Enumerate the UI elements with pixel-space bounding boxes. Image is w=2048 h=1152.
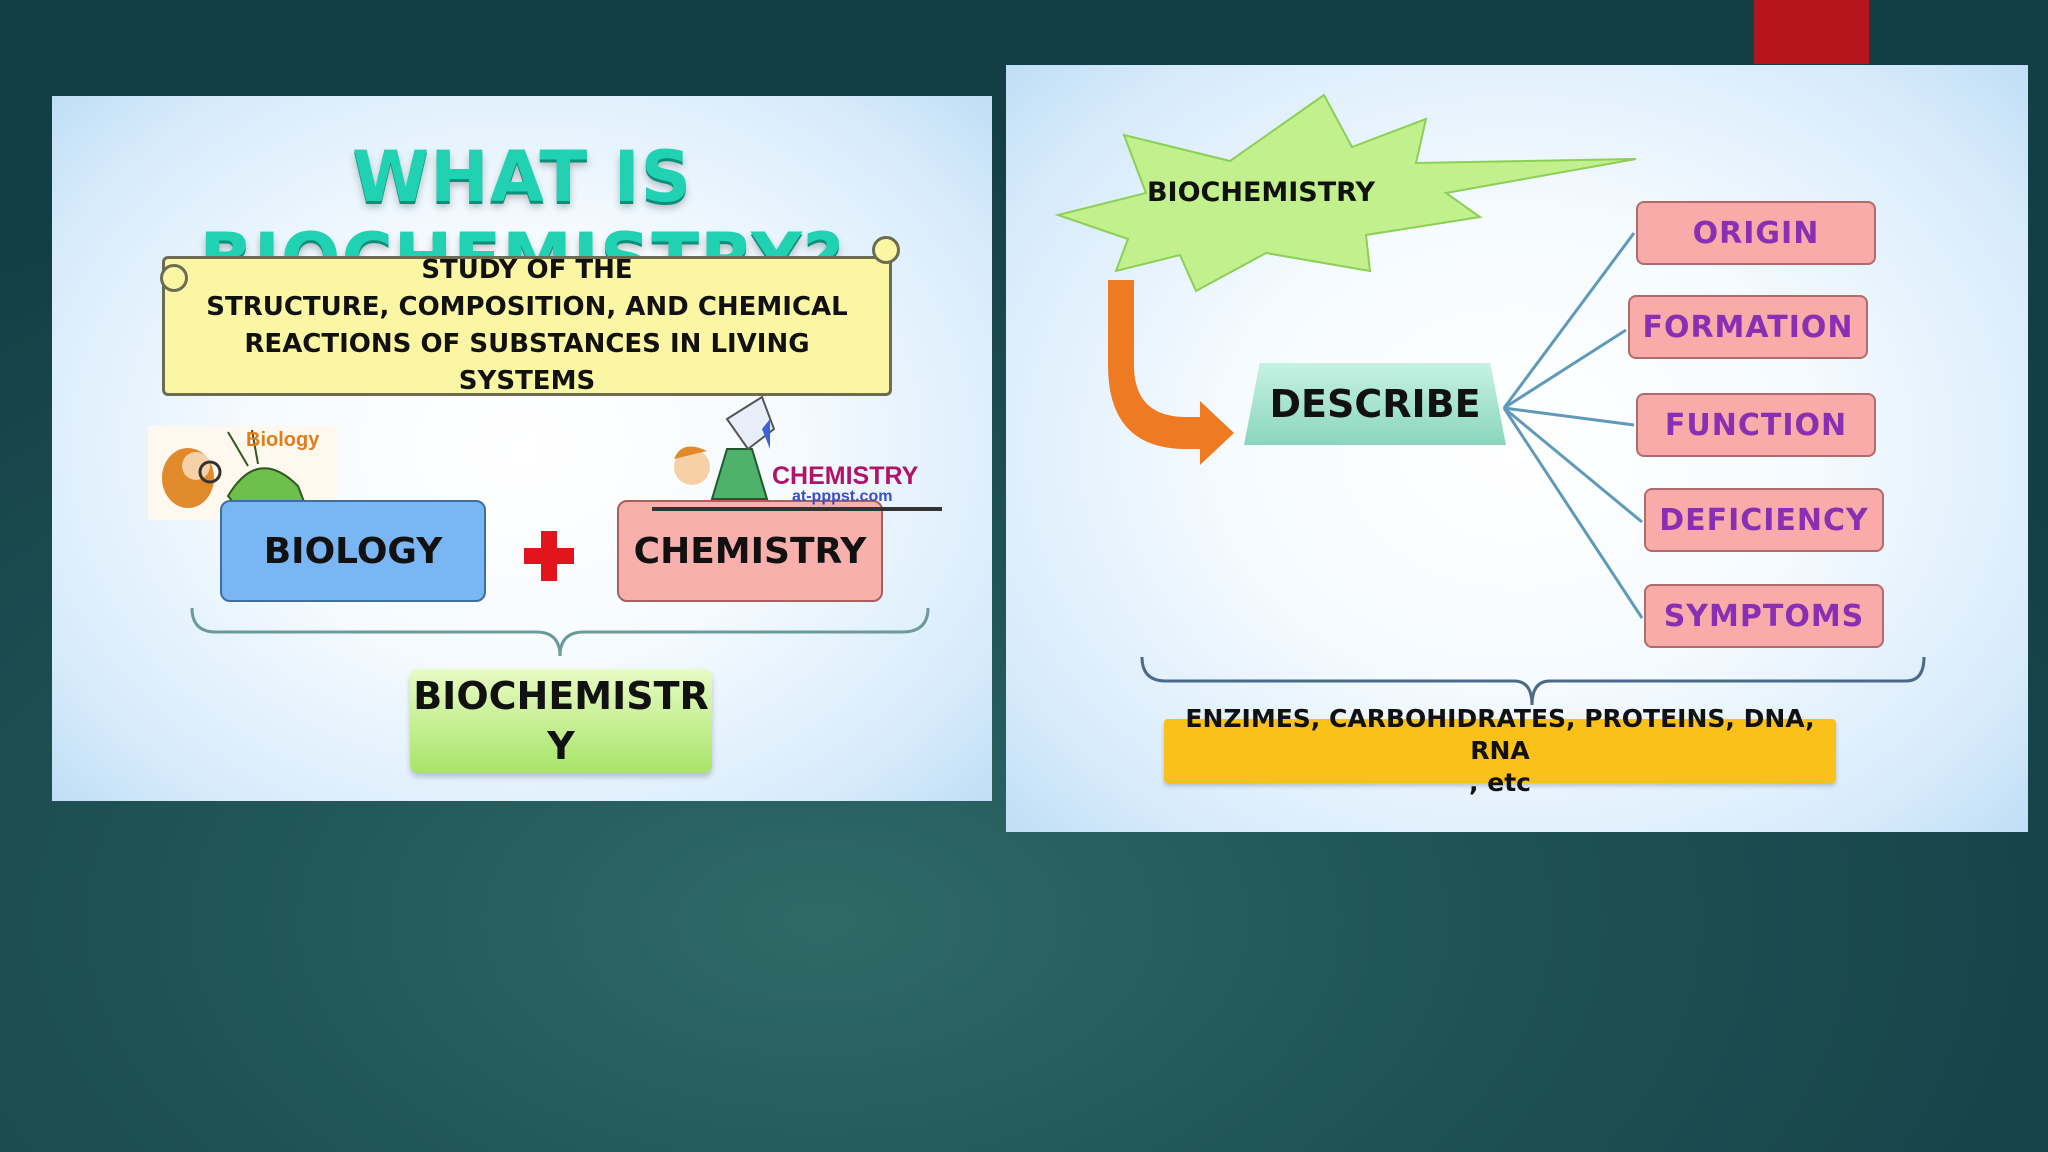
plus-icon <box>524 531 574 581</box>
definition-line: STUDY OF THE <box>421 255 633 285</box>
result-line: BIOCHEMISTR <box>413 674 709 718</box>
biochemistry-result-box: BIOCHEMISTR Y <box>410 669 712 773</box>
branch-symptoms: SYMPTOMS <box>1644 584 1884 648</box>
definition-scroll: STUDY OF THE STRUCTURE, COMPOSITION, AND… <box>162 255 892 396</box>
chemistry-clipart-subtext: at-pppst.com <box>792 488 892 505</box>
red-accent-rect <box>1754 0 1869 64</box>
chemistry-box: CHEMISTRY <box>617 500 883 602</box>
scroll-curl-icon <box>872 236 900 264</box>
diagram-graphics <box>1054 93 1926 706</box>
definition-line: SYSTEMS <box>458 366 596 396</box>
definition-line: REACTIONS OF SUBSTANCES IN LIVING <box>244 329 810 359</box>
biochemistry-burst-label: BIOCHEMISTRY <box>1146 177 1376 208</box>
chemistry-clipart-text: CHEMISTRY <box>772 462 919 490</box>
branch-function: FUNCTION <box>1636 393 1876 457</box>
examples-line: , etc <box>1469 768 1531 797</box>
describe-box: DESCRIBE <box>1244 363 1506 445</box>
biology-box: BIOLOGY <box>220 500 486 602</box>
branch-origin: ORIGIN <box>1636 201 1876 265</box>
branch-deficiency: DEFICIENCY <box>1644 488 1884 552</box>
slide-what-is-biochemistry: WHAT IS BIOCHEMISTRY? STUDY OF THE STRUC… <box>52 96 992 801</box>
slide-biochemistry-describes: BIOCHEMISTRY DESCRIBE ORIGIN FORMATION F… <box>1006 65 2028 832</box>
examples-line: ENZIMES, CARBOHIDRATES, PROTEINS, DNA, R… <box>1185 704 1815 765</box>
starburst-shape <box>1054 93 1637 293</box>
scroll-curl-icon <box>160 264 188 292</box>
branch-formation: FORMATION <box>1628 295 1868 359</box>
chemistry-clipart: CHEMISTRY at-pppst.com <box>652 389 942 519</box>
result-line: Y <box>547 724 575 768</box>
examples-box: ENZIMES, CARBOHIDRATES, PROTEINS, DNA, R… <box>1164 704 1836 797</box>
biology-clipart-text: Biology <box>246 429 320 451</box>
brace-connector <box>190 607 930 657</box>
definition-line: STRUCTURE, COMPOSITION, AND CHEMICAL <box>206 292 848 322</box>
